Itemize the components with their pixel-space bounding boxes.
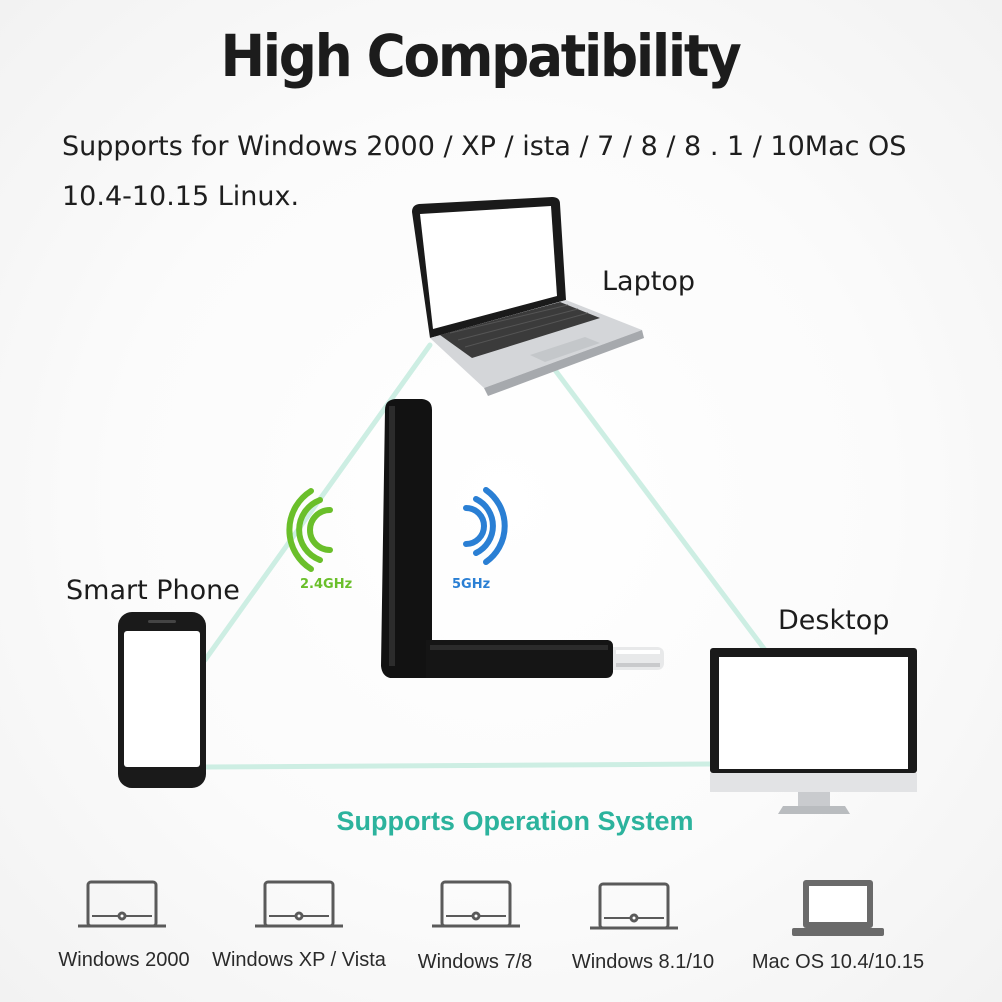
line-laptop-desktop: [552, 367, 768, 653]
windows-xp-vista-laptop-icon: [255, 880, 343, 928]
band-24ghz-label: 2.4GHz: [300, 577, 353, 592]
usb-adapter-icon: [381, 399, 664, 678]
laptop-label: Laptop: [602, 266, 695, 297]
os-label-windows-2000: Windows 2000: [58, 949, 190, 971]
compatibility-description: Supports for Windows 2000 / XP / ista / …: [62, 131, 907, 212]
os-label-windows-7-8: Windows 7/8: [417, 951, 533, 973]
band-5ghz-label: 5GHz: [452, 577, 491, 592]
connection-lines: [202, 342, 768, 770]
desktop-label: Desktop: [778, 605, 890, 636]
os-label-mac-os: Mac OS 10.4/10.15: [751, 951, 925, 973]
windows-8-1-10-laptop-icon: [590, 882, 678, 930]
smart-phone-label: Smart Phone: [66, 575, 240, 606]
windows-2000-laptop-icon: [78, 880, 166, 928]
desktop-icon: [710, 648, 917, 814]
page-title: High Compatibility: [220, 22, 741, 90]
smart-phone-icon: [118, 612, 206, 788]
os-label-windows-8-1-10: Windows 8.1/10: [571, 951, 715, 973]
os-label-windows-xp-vista: Windows XP / Vista: [212, 949, 386, 971]
laptop-icon: [412, 197, 644, 396]
signal-24ghz-icon: [286, 488, 333, 572]
signal-5ghz-icon: [463, 487, 508, 565]
line-phone-desktop: [202, 761, 713, 770]
os-icons: [78, 880, 678, 930]
mac-os-laptop-icon: [792, 880, 884, 936]
os-section-heading: Supports Operation System: [336, 806, 694, 836]
windows-7-8-laptop-icon: [432, 880, 520, 928]
